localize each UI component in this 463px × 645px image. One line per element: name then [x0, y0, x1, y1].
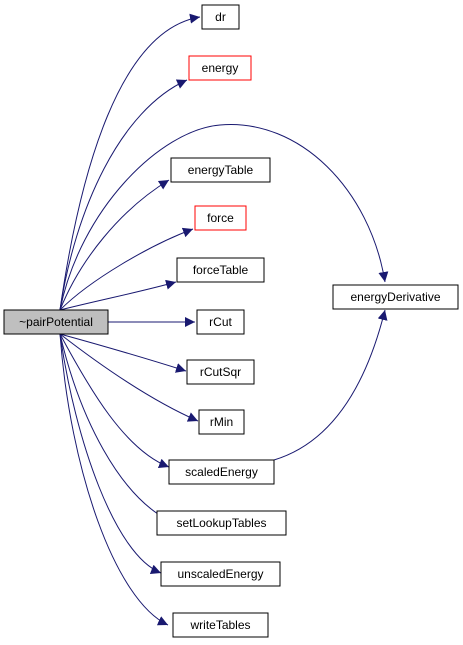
node-label: rCutSqr: [200, 365, 241, 379]
node-label: dr: [215, 10, 226, 24]
nodes-layer: ~pairPotential dr energy energyTable for…: [3, 4, 459, 638]
node-label: ~pairPotential: [19, 315, 93, 329]
edge-to-energy: [59, 79, 188, 311]
node-energy[interactable]: energy: [188, 55, 252, 81]
edge-to-unscaledEnergy: [59, 333, 162, 574]
edge-to-dr: [59, 13, 201, 311]
node-label: setLookupTables: [176, 516, 266, 530]
node-label: unscaledEnergy: [177, 567, 263, 581]
edge-to-forceTable: [59, 279, 177, 311]
node-dr[interactable]: dr: [201, 4, 240, 30]
edge-to-setLookupTables: [59, 333, 169, 521]
node-unscaledEnergy[interactable]: unscaledEnergy: [160, 561, 281, 587]
edge-to-writeTables: [59, 333, 169, 626]
node-label: energyDerivative: [350, 290, 440, 304]
edge-to-energyDerivative: [59, 124, 389, 311]
node-force[interactable]: force: [194, 205, 247, 231]
node-label: energyTable: [188, 163, 254, 177]
edge-to-scaledEnergy: [59, 333, 170, 469]
node-pairPotential-destructor[interactable]: ~pairPotential: [3, 309, 109, 335]
node-label: scaledEnergy: [185, 465, 258, 479]
node-energyDerivative[interactable]: energyDerivative: [332, 284, 459, 310]
node-scaledEnergy[interactable]: scaledEnergy: [168, 459, 275, 485]
node-forceTable[interactable]: forceTable: [176, 257, 265, 283]
node-label: rCut: [209, 315, 232, 329]
node-rMin[interactable]: rMin: [198, 409, 245, 435]
node-label: forceTable: [193, 263, 249, 277]
node-setLookupTables[interactable]: setLookupTables: [156, 510, 287, 536]
edge-to-rMin: [59, 333, 199, 422]
edge-to-energyTable: [59, 179, 170, 311]
node-label: rMin: [210, 415, 233, 429]
node-label: energy: [202, 61, 239, 75]
node-energyTable[interactable]: energyTable: [170, 157, 271, 183]
edge-to-rCutSqr: [59, 333, 187, 373]
edge-to-force: [59, 227, 194, 311]
node-rCut[interactable]: rCut: [196, 309, 245, 335]
node-label: writeTables: [189, 618, 250, 632]
node-rCutSqr[interactable]: rCutSqr: [186, 359, 255, 385]
edges-layer: [59, 13, 389, 626]
node-label: force: [207, 211, 234, 225]
node-writeTables[interactable]: writeTables: [172, 612, 269, 638]
edge-scaledEnergy-to-energyDerivative: [273, 309, 388, 461]
